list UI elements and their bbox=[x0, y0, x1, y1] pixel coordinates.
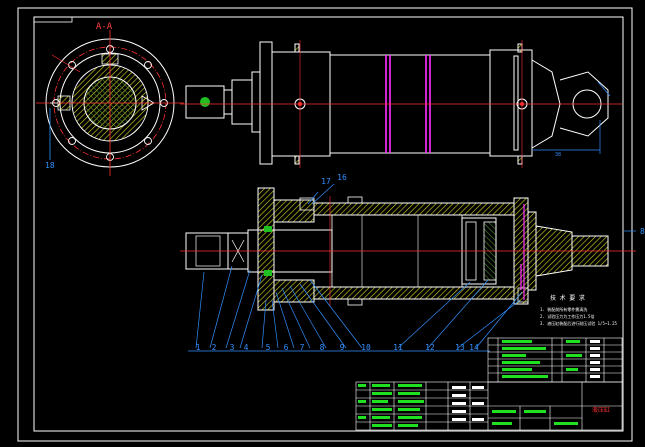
tech-req-line-1: 1. 装配前所有零件需清洗 bbox=[540, 306, 587, 312]
part-label-1: 1 bbox=[196, 343, 201, 352]
title-stamp: 液压缸 bbox=[592, 406, 610, 414]
exterior-view bbox=[185, 41, 609, 165]
tech-req-title: 技 术 要 求 bbox=[550, 294, 585, 302]
tech-req-line-3: 3. 液压缸装配后进行耐压试验 1/5~1.25 bbox=[540, 320, 617, 326]
cross-section-view bbox=[185, 187, 609, 311]
part-label-16: 16 bbox=[337, 173, 347, 182]
part-label-4: 4 bbox=[244, 343, 249, 352]
part-label-5: 5 bbox=[266, 343, 271, 352]
title-block-entries bbox=[358, 384, 578, 427]
view-callout-18: 18 bbox=[45, 161, 55, 170]
tech-req-line-2: 2. 试验压力为工作压力1.5倍 bbox=[540, 313, 594, 319]
part-label-8: 8 bbox=[320, 343, 325, 352]
part-label-17: 17 bbox=[321, 177, 331, 186]
title-block bbox=[355, 381, 623, 431]
part-label-9: 9 bbox=[340, 343, 345, 352]
outer-frame bbox=[17, 7, 633, 442]
inner-frame bbox=[33, 16, 624, 432]
parts-list-entries bbox=[502, 340, 582, 378]
part-label-12: 12 bbox=[425, 343, 435, 352]
part-label-11: 11 bbox=[393, 343, 403, 352]
part-label-14: 14 bbox=[469, 343, 479, 352]
section-label: A-A bbox=[96, 22, 113, 32]
technical-requirements: 技 术 要 求 1. 装配前所有零件需清洗 2. 试验压力为工作压力1.5倍 3… bbox=[540, 294, 617, 326]
parts-list-table bbox=[487, 337, 623, 383]
part-label-3: 3 bbox=[230, 343, 235, 352]
right-callout: 8 bbox=[640, 227, 645, 236]
dim-text: 38 bbox=[555, 152, 561, 158]
part-label-10: 10 bbox=[361, 343, 371, 352]
leader-lines bbox=[188, 183, 636, 352]
part-label-7: 7 bbox=[300, 343, 305, 352]
part-label-6: 6 bbox=[284, 343, 289, 352]
part-labels: 1 2 3 4 5 6 7 8 9 10 11 12 13 14 16 17 8 bbox=[196, 173, 645, 352]
part-label-13: 13 bbox=[455, 343, 465, 352]
corner-box bbox=[33, 16, 73, 23]
section-view: A-A 18 bbox=[36, 22, 184, 176]
part-label-2: 2 bbox=[212, 343, 217, 352]
dimension-38: 38 bbox=[532, 81, 611, 158]
